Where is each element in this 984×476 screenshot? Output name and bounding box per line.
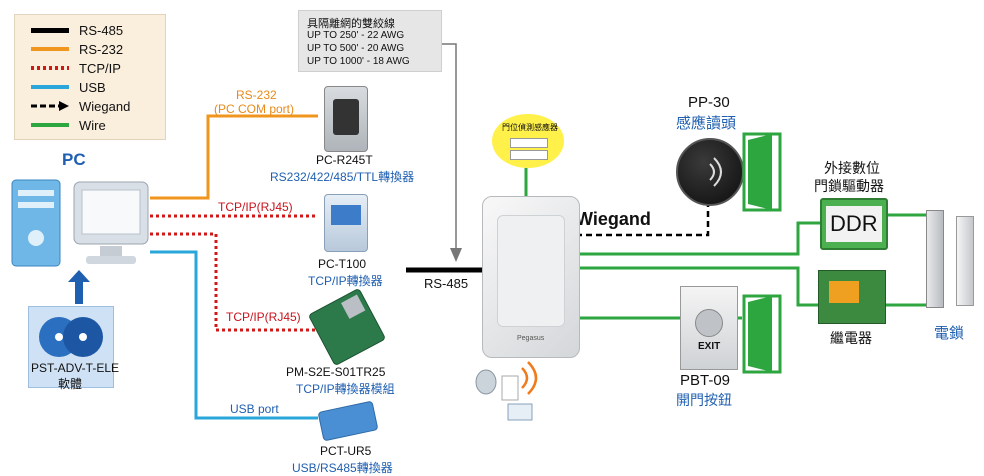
door-icon-1	[742, 132, 782, 212]
pbt09-desc: 開門按鈕	[676, 392, 732, 408]
ddr-text: DDR	[830, 211, 878, 236]
rfid-tags	[475, 361, 538, 421]
legend-item-rs485: RS-485	[31, 21, 123, 39]
cable-info-title: 具隔離網的雙絞線	[307, 18, 395, 30]
converter-model-1: PC-R245T	[316, 153, 373, 167]
reader-brand: Pegasus	[517, 335, 545, 342]
pc-illustration	[11, 179, 149, 267]
tcpip-label-1: TCP/IP(RJ45)	[218, 200, 293, 214]
legend-item-wiegand: Wiegand	[31, 97, 130, 115]
rs232-sublabel: (PC COM port)	[214, 102, 295, 116]
legend-item-usb: USB	[31, 78, 106, 96]
converter-desc-1: RS232/422/485/TTL轉換器	[270, 170, 415, 184]
cable-info-line-2: UP TO 500' - 20 AWG	[307, 43, 405, 54]
rs485-label: RS-485	[424, 276, 469, 291]
converter-model-3: PM-S2E-S01TR25	[286, 365, 386, 379]
lock-plate	[956, 216, 974, 306]
ddr-title-2: 門鎖驅動器	[814, 178, 884, 194]
cd-icon	[39, 317, 103, 357]
pc-r245t-device	[324, 86, 368, 152]
rfid-wave-icon	[709, 157, 722, 187]
usb-line	[150, 250, 318, 420]
software-name: PST-ADV-T-ELE	[31, 361, 120, 375]
wiegand-label: Wiegand	[576, 209, 651, 229]
pp30-model: PP-30	[688, 94, 730, 111]
relay-board	[818, 270, 886, 324]
ddr-box: DDR	[820, 198, 888, 250]
pc-t100-device	[324, 194, 368, 252]
door-sensor: 門位偵測感應器	[492, 114, 564, 168]
lock-desc: 電鎖	[934, 325, 965, 342]
ddr-title-1: 外接數位	[824, 160, 880, 176]
cable-info-box: 具隔離網的雙絞線 UP TO 250' - 22 AWG UP TO 500' …	[298, 10, 442, 72]
pbt09-model: PBT-09	[680, 372, 731, 389]
door-sensor-label: 門位偵測感應器	[502, 123, 558, 132]
legend-item-tcpip: TCP/IP	[31, 59, 121, 77]
legend-item-rs232: RS-232	[31, 40, 123, 58]
legend: RS-485 RS-232 TCP/IP USB Wiegand Wire	[14, 14, 166, 140]
cable-info-arrow	[440, 43, 457, 252]
relay-desc: 繼電器	[830, 330, 872, 346]
tcpip-line-2	[150, 232, 318, 332]
converter-desc-4: USB/RS485轉換器	[292, 461, 393, 475]
exit-button-device: EXIT	[680, 286, 738, 370]
converter-model-4: PCT-UR5	[320, 444, 372, 458]
rs232-line	[150, 114, 318, 200]
door-icon-2	[742, 294, 782, 374]
usb-label: USB port	[230, 402, 279, 416]
rs232-label: RS-232	[236, 88, 277, 102]
converter-desc-2: TCP/IP轉換器	[308, 274, 383, 288]
converter-model-2: PC-T100	[318, 257, 367, 271]
wire-relay	[580, 266, 818, 307]
pp30-desc: 感應讀頭	[676, 115, 737, 132]
tcpip-label-2: TCP/IP(RJ45)	[226, 310, 301, 324]
dashed-arrow-icon	[31, 101, 69, 111]
wire-ddr	[580, 221, 820, 256]
software-desc: 軟體	[58, 377, 83, 391]
pp30-reader	[676, 138, 744, 206]
pc-title: PC	[62, 150, 86, 169]
cable-info-line-1: UP TO 250' - 22 AWG	[307, 30, 405, 41]
exit-label: EXIT	[698, 341, 721, 352]
legend-item-wire: Wire	[31, 116, 106, 134]
converter-desc-3: TCP/IP轉換器模組	[296, 382, 395, 396]
access-controller: Pegasus	[482, 196, 580, 358]
cable-info-line-3: UP TO 1000' - 18 AWG	[307, 56, 410, 67]
software-box: PST-ADV-T-ELE 軟體	[28, 306, 119, 391]
upload-arrow-icon	[68, 270, 90, 304]
electric-lock	[926, 210, 944, 308]
